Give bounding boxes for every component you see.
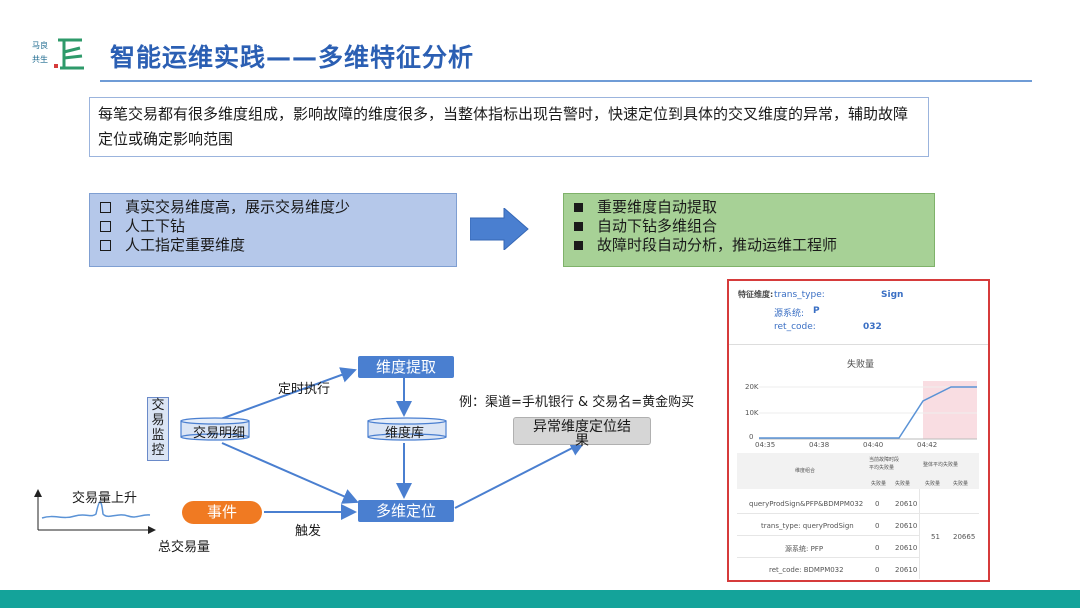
table-cell: 20610 [895,500,918,508]
scheduled-label: 定时执行 [278,382,331,397]
table-cell: ret_code: BDMPM032 [769,566,844,574]
list-item: 故障时段自动分析，推动运维工程师 [574,236,924,255]
company-logo: 马良 共生 [30,34,90,74]
dimension-extract-box: 维度提取 [358,356,454,378]
list-item-text: 真实交易维度高，展示交易维度少 [125,198,351,216]
event-pill: 事件 [182,501,262,524]
svg-text:马良: 马良 [32,40,48,50]
column-group-label: 当前故障时段 [869,457,900,463]
trans-type-key: trans_type: [774,290,825,300]
transaction-monitor-label: 交易监控 [147,397,169,461]
svg-text:共生: 共生 [32,54,48,64]
panel-divider [729,344,988,345]
ret-code-key: ret_code: [774,322,816,332]
table-header [737,453,979,489]
mini-chart-line [41,501,151,519]
table-cell: 20610 [895,566,918,574]
list-item: 重要维度自动提取 [574,198,924,217]
hollow-square-bullet-icon [100,240,111,251]
x-tick: 04:35 [755,441,776,449]
total-volume-label: 总交易量 [158,540,211,555]
feature-analysis-screenshot: 特征维度: trans_type: Sign 源系统: P ret_code: … [727,279,990,582]
source-system-key: 源系统: [774,309,805,319]
list-item: 真实交易维度高，展示交易维度少 [100,198,446,217]
table-cell: 51 [931,533,940,541]
table-cell: 20665 [953,533,976,541]
anomaly-result-box: 异常维度定位结 果 [513,417,651,448]
fault-window-highlight [923,381,977,439]
list-item-text: 重要维度自动提取 [597,198,718,216]
example-label: 例：渠道=手机银行 & 交易名=黄金购买 [459,395,695,410]
x-tick: 04:38 [809,441,830,449]
failure-series-line [759,386,977,439]
flow-diagram-connectors [34,367,586,534]
table-cell: 源系统: PFP [785,545,824,553]
column-group-label: 平均失败量 [869,465,895,471]
trigger-label: 触发 [295,524,322,539]
ret-code-value: 032 [863,322,882,332]
y-tick: 0 [749,433,754,441]
y-tick: 20K [745,383,759,391]
column-header: 失败量 [895,481,911,487]
title-divider [100,80,1032,82]
dimension-store-label: 维度库 [385,426,425,441]
list-item-text: 故障时段自动分析，推动运维工程师 [597,236,838,254]
arrow-locate-to-result [454,441,586,509]
trans-type-value: Sign [881,290,904,300]
table-cell: trans_type: queryProdSign [761,522,854,530]
table-cell: 0 [875,566,880,574]
list-item: 自动下钻多维组合 [574,217,924,236]
list-item-text: 人工指定重要维度 [125,236,246,254]
x-tick: 04:42 [917,441,938,449]
table-cell: 0 [875,522,880,530]
table-cell: 0 [875,544,880,552]
column-header: 失败量 [925,481,941,487]
filled-square-bullet-icon [574,203,583,212]
result-line-1: 异常维度定位结 [533,419,631,435]
database-cylinder-store [367,417,447,441]
failure-chart-title: 失败量 [847,360,875,370]
x-tick: 04:40 [863,441,884,449]
arrow-detail-to-extract [217,367,357,421]
current-issues-box: 真实交易维度高，展示交易维度少 人工下钻 人工指定重要维度 [89,193,457,267]
solution-box: 重要维度自动提取 自动下钻多维组合 故障时段自动分析，推动运维工程师 [563,193,935,267]
list-item: 人工指定重要维度 [100,236,446,255]
feature-dimension-label: 特征维度: [738,290,774,299]
hollow-square-bullet-icon [100,221,111,232]
column-header: 失败量 [953,481,969,487]
list-item: 人工下钻 [100,217,446,236]
filled-square-bullet-icon [574,222,583,231]
page-title: 智能运维实践——多维特征分析 [110,43,475,72]
table-cell: 0 [875,500,880,508]
table-cell: 20610 [895,544,918,552]
table-cell: queryProdSign&PFP&BDMPM032 [749,500,864,508]
right-arrow-icon [469,206,530,254]
filled-square-bullet-icon [574,241,583,250]
list-item-text: 自动下钻多维组合 [597,217,718,235]
hollow-square-bullet-icon [100,202,111,213]
column-header: 失败量 [871,481,887,487]
volume-rise-label: 交易量上升 [72,491,138,506]
database-cylinder-detail [180,417,250,441]
column-group-label: 整体平均失败量 [923,462,959,468]
y-tick: 10K [745,409,759,417]
table-cell: 20610 [895,522,918,530]
footer-bar [0,590,1080,608]
arrow-detail-to-locate [221,442,359,504]
column-header: 维度组合 [795,468,816,474]
multi-dimension-locate-box: 多维定位 [358,500,454,522]
intro-textbox: 每笔交易都有很多维度组成，影响故障的维度很多，当整体指标出现告警时，快速定位到具… [89,97,929,157]
list-item-text: 人工下钻 [125,217,186,235]
source-system-value: P [813,306,820,316]
transaction-detail-label: 交易明细 [193,426,246,441]
result-line-2: 果 [575,433,589,449]
failure-chart [759,381,977,440]
